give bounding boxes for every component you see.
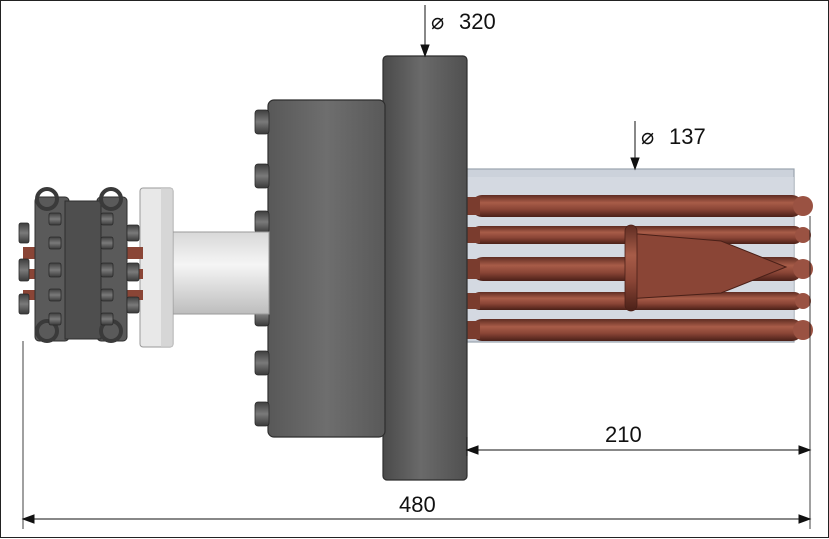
flange-diameter-value: 320: [459, 9, 496, 34]
immersion-length-label: 210: [605, 422, 642, 447]
element-diameter-value: 137: [669, 124, 706, 149]
insulator-neck: [170, 231, 270, 315]
main-flange: [382, 55, 468, 481]
flange-diameter-symbol: ⌀: [431, 9, 444, 34]
heating-tube: [471, 319, 803, 341]
flange-housing: [267, 99, 386, 438]
overall-length-label: 480: [399, 492, 436, 517]
terminal-block: [18, 187, 143, 343]
tube-clamp: [624, 224, 638, 312]
dimension-lines: [21, 5, 812, 529]
heating-tube: [471, 195, 803, 217]
element-diameter-symbol: ⌀: [641, 124, 654, 149]
heating-tubes: [466, 195, 813, 341]
